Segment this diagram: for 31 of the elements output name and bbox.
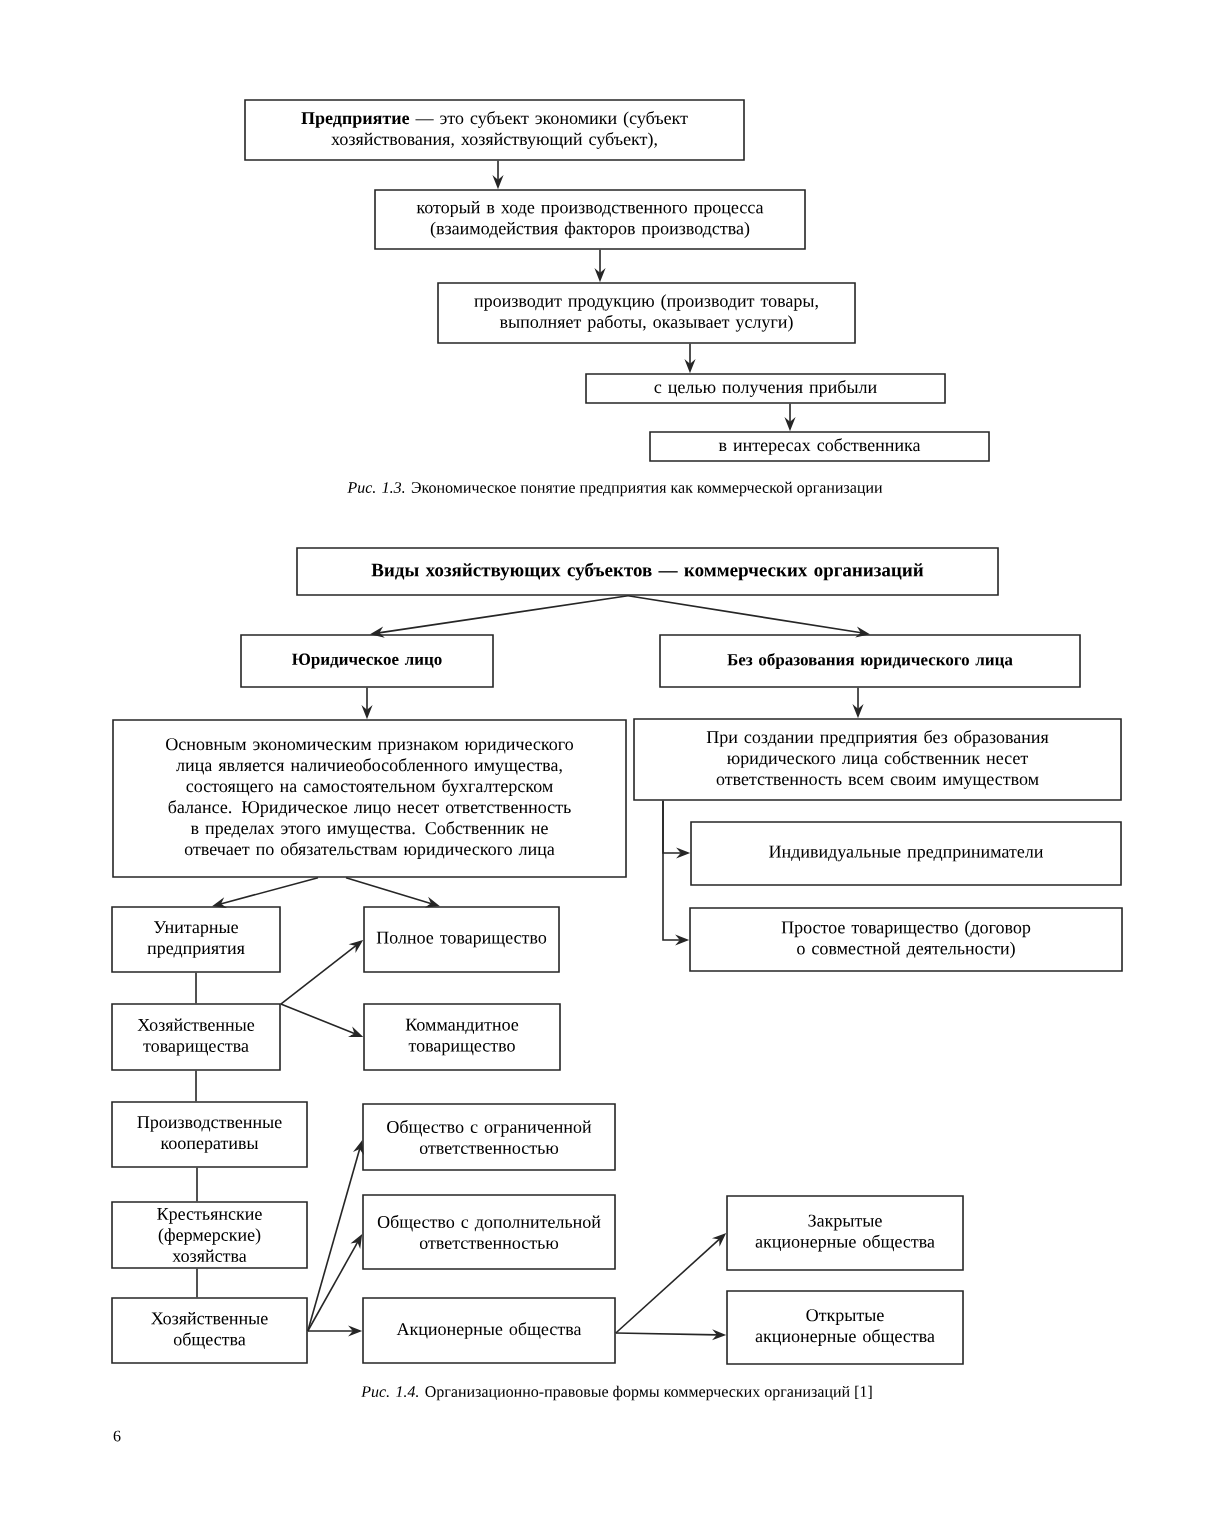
process-box: Предприятие — это субъект экономики (субъект хозяйствования, хозяйствующий субъект), (244, 99, 745, 161)
process-box: Общество с дополнительной ответственностью (362, 1194, 616, 1270)
process-box: Простое товарищество (договор о совместной деятельности) (689, 907, 1123, 972)
heading-box: Виды хозяйствующих субъектов — коммерческих организаций (296, 547, 999, 596)
process-box: Унитарные предприятия (111, 906, 281, 973)
heading-box: Юридическое лицо (240, 634, 494, 688)
connector-line (196, 1268, 198, 1298)
heading-box: Без образования юридического лица (659, 634, 1081, 688)
process-box: Хозяйственные общества (111, 1297, 308, 1364)
process-box: в интересах собственника (649, 431, 990, 462)
connector-line (195, 972, 197, 1004)
process-box: Общество с ограниченной ответственностью (362, 1103, 616, 1171)
page-number: 6 (113, 1430, 121, 1442)
process-box: Производственные кооперативы (111, 1101, 308, 1168)
process-box: который в ходе производственного процесса (взаимодействия факторов производства) (374, 189, 806, 250)
process-box: Индивидуальные предприниматели (690, 821, 1122, 886)
process-box: Крестьянские (фермерские) хозяйства (111, 1201, 308, 1269)
process-box: Полное товарищество (363, 906, 560, 973)
process-box: Открытые акционерные общества (726, 1290, 964, 1365)
connector-line (195, 1070, 197, 1102)
process-box: Коммандитное товарищество (363, 1003, 561, 1071)
process-box: Акционерные общества (362, 1297, 616, 1364)
process-box: производит продукцию (производит товары, выполняет работы, оказывает услуги) (437, 282, 856, 344)
process-box: Хозяйственные товарищества (111, 1003, 281, 1071)
process-box: При создании предприятия без образования юридического лица собственник несет ответственность всем своим имуществом (633, 718, 1122, 801)
connector-line (196, 1167, 198, 1202)
process-box: Закрытые акционерные общества (726, 1195, 964, 1271)
process-box: Основным экономическим признаком юридического лица является наличиеобособленного имущества, состоящего на самостоятельном бухгалтерском балансе. Юридическое лицо несет ответственность в пределах этого имущества. Собственник не отвечает по обязательствам юридического лица (112, 719, 627, 878)
figure-caption: Рис. 1.3. Экономическое понятие предприятия как коммерческой организации (347, 481, 883, 497)
process-box: с целью получения прибыли (585, 373, 946, 404)
figure-caption: Рис. 1.4. Организационно-правовые формы коммерческих организаций [1] (361, 1385, 872, 1401)
